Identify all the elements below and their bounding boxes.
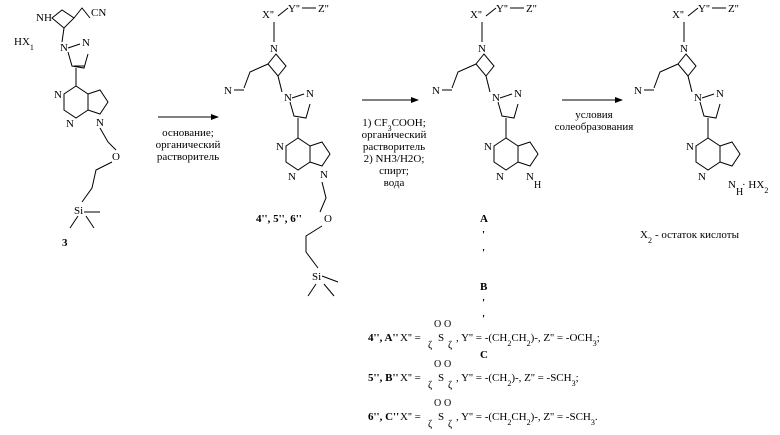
salt-hx1: HX1 (14, 36, 34, 52)
pyrimidine-n1: N (686, 141, 694, 153)
pyrimidine-n2: N (288, 171, 296, 183)
label-z: Z'' (728, 3, 739, 15)
svg-text:X'' =: X'' = (400, 372, 421, 384)
svg-text:': ' (482, 247, 485, 259)
ether-o: O (324, 213, 332, 225)
pyrrole-n: N (96, 117, 104, 129)
pyrazole-n2: N (716, 88, 724, 100)
svg-text:спирт;: спирт; (379, 165, 409, 177)
pyrimidine-n1: N (484, 141, 492, 153)
label-z: Z'' (318, 3, 329, 15)
azetidine-n: N (270, 43, 278, 55)
svg-text:X'' =: X'' = (400, 332, 421, 344)
pyrazole-n2: N (82, 37, 90, 49)
sulfur: S (438, 411, 444, 423)
svg-text:6'', C'': 6'', C'' (368, 411, 399, 423)
svg-text:': ' (482, 313, 485, 325)
pyrazole-n2: N (306, 88, 314, 100)
azetidine-n: N (680, 43, 688, 55)
compound-a: X'' Y'' Z'' N N N N N N N H (432, 3, 541, 191)
arrow-step-1: основание; органический растворитель (156, 117, 221, 163)
marker-c: C (480, 349, 488, 361)
nitrile-cn: CN (91, 7, 106, 19)
svg-text:': ' (482, 229, 485, 241)
compound-3: HX1 NH CN N N N N N O Si 3 (14, 7, 120, 249)
nitrile-n: N (224, 85, 232, 97)
squiggle: ζ (428, 380, 432, 391)
pyrimidine-n2: N (66, 118, 74, 130)
oxygen: O (444, 319, 451, 330)
compound-salt: X'' Y'' Z'' N N N N N N N H · HX2 X2- ос… (634, 3, 768, 245)
pyrrole-n: N (320, 169, 328, 181)
svg-text:условия: условия (575, 109, 613, 121)
pyrimidine-n2: N (496, 171, 504, 183)
label-x: X'' (262, 9, 274, 21)
definition-row-2: 5'', B'' X'' = O O S ζ ζ , Y'' = -(CH2)-… (368, 359, 579, 391)
pyrrole-h: H (534, 180, 541, 191)
squiggle: ζ (448, 380, 452, 391)
pyrimidine-n1: N (54, 89, 62, 101)
svg-text:2) NH3/H2O;: 2) NH3/H2O; (364, 153, 425, 165)
svg-text:5'', B'': 5'', B'' (368, 372, 399, 384)
nitrile-n: N (634, 85, 642, 97)
pyrazole-n2: N (514, 88, 522, 100)
label-x: X'' (470, 9, 482, 21)
oxygen: O (434, 359, 441, 370)
svg-text:солеобразования: солеобразования (555, 121, 634, 133)
sulfur: S (438, 332, 444, 344)
oxygen: O (444, 359, 451, 370)
azetidine-n: N (478, 43, 486, 55)
arrow-step-2: 1) CF3COOH; органический растворитель 2)… (362, 100, 427, 189)
label-x: X'' (672, 9, 684, 21)
svg-text:, Y'' = -(CH2)-, Z'' = -SCH3;: , Y'' = -(CH2)-, Z'' = -SCH3; (456, 372, 579, 388)
svg-text:основание;: основание; (162, 127, 214, 139)
definition-row-3: 6'', C'' X'' = O O S ζ ζ , Y'' = -(CH2CH… (368, 398, 598, 430)
pyrrole-n: N (526, 171, 534, 183)
pyrimidine-n1: N (276, 141, 284, 153)
compound-4: X'' Y'' Z'' N N N N N N N O Si 4'', 5'',… (224, 3, 338, 296)
label-y: Y'' (698, 3, 710, 15)
label-z: Z'' (526, 3, 537, 15)
squiggle: ζ (448, 340, 452, 351)
silicon: Si (74, 205, 83, 217)
label-y: Y'' (496, 3, 508, 15)
svg-text:растворитель: растворитель (157, 151, 219, 163)
pyrazole-n1: N (694, 92, 702, 104)
pyrazole-n1: N (492, 92, 500, 104)
sulfur: S (438, 372, 444, 384)
pyrazole-n1: N (284, 92, 292, 104)
marker-a: A (480, 213, 488, 225)
compound-4-label: 4'', 5'', 6'' (256, 213, 302, 225)
svg-text:вода: вода (384, 177, 405, 189)
nitrile-n: N (432, 85, 440, 97)
oxygen: O (434, 398, 441, 409)
svg-text:, Y'' = -(CH2CH2)-, Z'' = -OCH: , Y'' = -(CH2CH2)-, Z'' = -OCH3; (456, 332, 600, 348)
compound-3-label: 3 (62, 237, 68, 249)
oxygen: O (444, 398, 451, 409)
squiggle: ζ (428, 340, 432, 351)
svg-text:органический: органический (362, 129, 427, 141)
svg-text:органический: органический (156, 139, 221, 151)
svg-text:': ' (482, 297, 485, 309)
salt-note: X2- остаток кислоты (640, 229, 740, 245)
marker-b: B (480, 281, 488, 293)
squiggle: ζ (448, 419, 452, 430)
svg-text:, Y'' = -(CH2CH2)-, Z'' = -SCH: , Y'' = -(CH2CH2)-, Z'' = -SCH3. (456, 411, 598, 427)
pyrazole-n1: N (60, 42, 68, 54)
pyrimidine-n2: N (698, 171, 706, 183)
svg-text:4'', A'': 4'', A'' (368, 332, 399, 344)
svg-text:растворитель: растворитель (363, 141, 425, 153)
silicon: Si (312, 271, 321, 283)
svg-text:X'' =: X'' = (400, 411, 421, 423)
oxygen: O (434, 319, 441, 330)
ether-o: O (112, 151, 120, 163)
squiggle: ζ (428, 419, 432, 430)
amine-nh: NH (36, 12, 52, 24)
pyrrole-n: N (728, 179, 736, 191)
arrow-step-3: условия солеобразования (555, 100, 634, 133)
salt-hx2: · HX2 (742, 179, 768, 195)
label-y: Y'' (288, 3, 300, 15)
